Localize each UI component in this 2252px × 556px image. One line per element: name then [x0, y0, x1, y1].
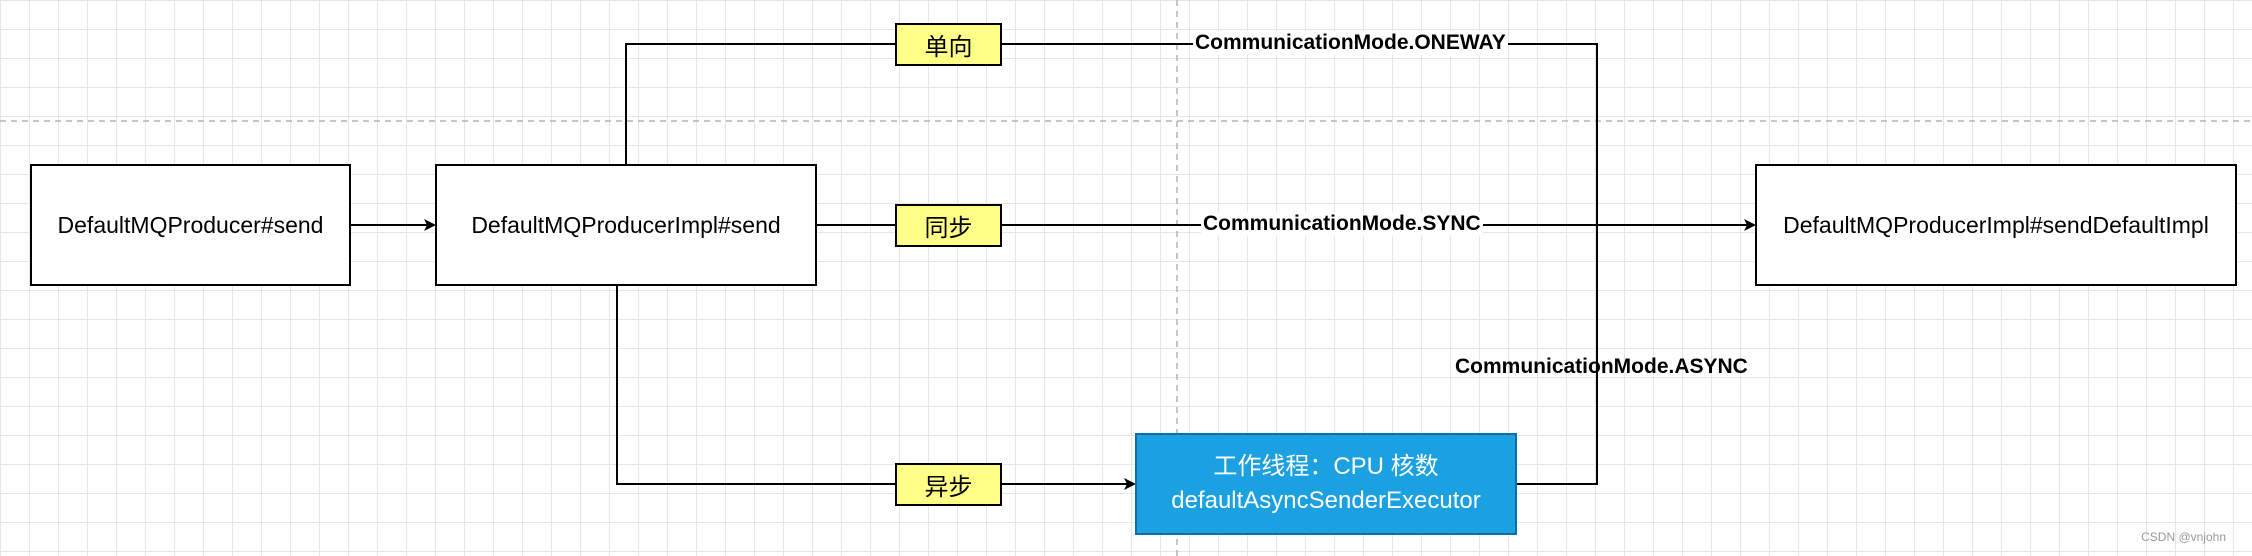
executor-line-2: defaultAsyncSenderExecutor	[1171, 487, 1481, 514]
tag-oneway-label: 单向	[924, 34, 973, 61]
node-impl-send-label: DefaultMQProducerImpl#send	[471, 211, 781, 238]
node-producer-send-label: DefaultMQProducer#send	[57, 211, 324, 238]
tag-async-label: 异步	[924, 474, 973, 501]
mode-oneway-label: CommunicationMode.ONEWAY	[1193, 31, 1508, 55]
node-async-executor[interactable]: 工作线程：CPU 核数 defaultAsyncSenderExecutor	[1135, 433, 1517, 535]
mode-async-label: CommunicationMode.ASYNC	[1455, 355, 1748, 378]
edge-oneway	[625, 43, 1598, 485]
tag-oneway: 单向	[895, 23, 1002, 66]
tag-sync: 同步	[895, 204, 1002, 247]
tag-async: 异步	[895, 463, 1002, 506]
node-send-default-impl-label: DefaultMQProducerImpl#sendDefaultImpl	[1783, 211, 2209, 238]
mode-sync-label: CommunicationMode.SYNC	[1201, 212, 1483, 236]
tag-sync-label: 同步	[924, 215, 973, 242]
node-impl-send[interactable]: DefaultMQProducerImpl#send	[435, 164, 817, 286]
node-producer-send[interactable]: DefaultMQProducer#send	[30, 164, 351, 286]
watermark: CSDN @vnjohn	[2141, 530, 2226, 544]
node-send-default-impl[interactable]: DefaultMQProducerImpl#sendDefaultImpl	[1755, 164, 2237, 286]
executor-line-1: 工作线程：CPU 核数	[1213, 453, 1439, 480]
edge-async	[616, 286, 1136, 490]
